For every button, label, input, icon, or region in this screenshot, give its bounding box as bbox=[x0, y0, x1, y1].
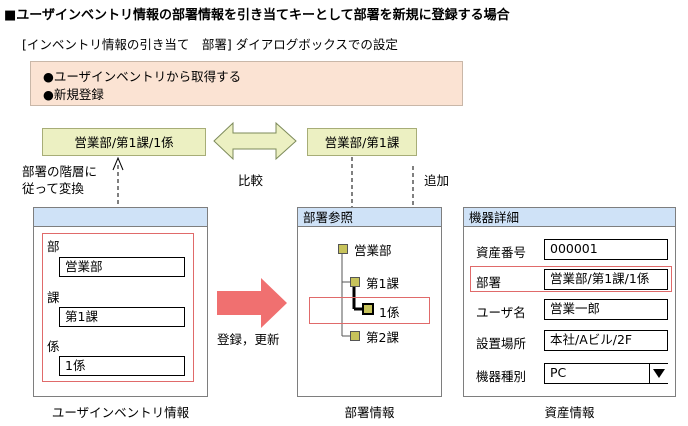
inventory-dept-tag: 営業部/第1課/1係 bbox=[42, 128, 206, 156]
asset-dept-highlight bbox=[470, 266, 672, 292]
chevron-down-icon bbox=[653, 369, 665, 378]
tree-node-selected-icon bbox=[362, 303, 374, 315]
setting-acquire: ●ユーザインベントリから取得する bbox=[43, 69, 242, 84]
inventory-caption: ユーザインベントリ情報 bbox=[51, 405, 190, 420]
asset-label-dept: 部署 bbox=[476, 275, 502, 290]
register-label: 登録，更新 bbox=[217, 332, 280, 347]
setting-new-register: ●新規登録 bbox=[43, 87, 104, 102]
field-value-ka[interactable]: 第1課 bbox=[59, 307, 185, 327]
page-heading: ■ユーザインベントリ情報の部署情報を引き当てキーとして部署を新規に登録する場合 bbox=[4, 8, 510, 23]
inventory-highlight bbox=[42, 233, 194, 382]
tree-node-icon bbox=[350, 277, 360, 287]
compare-label: 比較 bbox=[238, 173, 264, 188]
asset-caption: 資産情報 bbox=[544, 405, 595, 420]
tree-selected-highlight bbox=[309, 297, 430, 324]
asset-label-user: ユーザ名 bbox=[476, 305, 526, 320]
field-label-kakari: 係 bbox=[47, 339, 60, 354]
settings-box: ●ユーザインベントリから取得する ●新規登録 bbox=[30, 61, 463, 106]
asset-type-select[interactable]: PC bbox=[544, 363, 668, 384]
asset-label-type: 機器種別 bbox=[476, 369, 527, 384]
tree-node-icon bbox=[350, 331, 360, 341]
tree-item-dai2ka[interactable]: 第2課 bbox=[366, 330, 399, 345]
dept-master-tag: 営業部/第1課 bbox=[307, 128, 417, 156]
asset-type-dropdown[interactable] bbox=[649, 364, 668, 383]
tree-node-icon bbox=[338, 244, 348, 254]
asset-panel-header: 機器詳細 bbox=[464, 208, 675, 227]
convert-note: 部署の階層に 従って変換 bbox=[22, 163, 97, 197]
asset-panel: 機器詳細 資産番号 000001 部署 営業部/第1課/1係 ユーザ名 営業一郎… bbox=[463, 207, 676, 397]
field-label-bu: 部 bbox=[47, 239, 60, 254]
field-value-kakari[interactable]: 1係 bbox=[59, 356, 185, 376]
asset-value-user[interactable]: 営業一郎 bbox=[544, 299, 668, 320]
tree-item-dai1ka[interactable]: 第1課 bbox=[366, 276, 399, 291]
field-label-ka: 課 bbox=[47, 290, 60, 305]
dept-caption: 部署情報 bbox=[344, 405, 395, 420]
asset-label-location: 設置場所 bbox=[476, 336, 527, 351]
add-note: 追加 bbox=[424, 173, 450, 188]
tree-item-eigyobu[interactable]: 営業部 bbox=[354, 243, 392, 258]
dialog-caption: [インベントリ情報の引き当て 部署] ダイアログボックスでの設定 bbox=[22, 37, 398, 52]
register-arrow bbox=[217, 278, 287, 328]
asset-value-dept[interactable]: 営業部/第1課/1係 bbox=[544, 269, 668, 290]
asset-value-location[interactable]: 本社/Aビル/2F bbox=[544, 330, 668, 351]
convert-note-line2: 従って変換 bbox=[22, 181, 84, 196]
field-value-bu[interactable]: 営業部 bbox=[59, 257, 185, 277]
inventory-panel-header bbox=[34, 208, 207, 227]
inventory-panel: 部 営業部 課 第1課 係 1係 bbox=[33, 207, 208, 397]
tree-item-1kakari[interactable]: 1係 bbox=[379, 305, 400, 320]
dept-panel: 部署参照 営業部 第1課 1係 第2課 bbox=[297, 207, 442, 397]
compare-arrow bbox=[213, 121, 297, 161]
convert-note-line1: 部署の階層に bbox=[22, 164, 98, 179]
asset-type-value: PC bbox=[550, 365, 567, 380]
convert-arrow-head bbox=[112, 156, 124, 171]
asset-label-number: 資産番号 bbox=[476, 245, 527, 260]
asset-value-number[interactable]: 000001 bbox=[544, 239, 668, 260]
dept-panel-header: 部署参照 bbox=[298, 208, 441, 227]
